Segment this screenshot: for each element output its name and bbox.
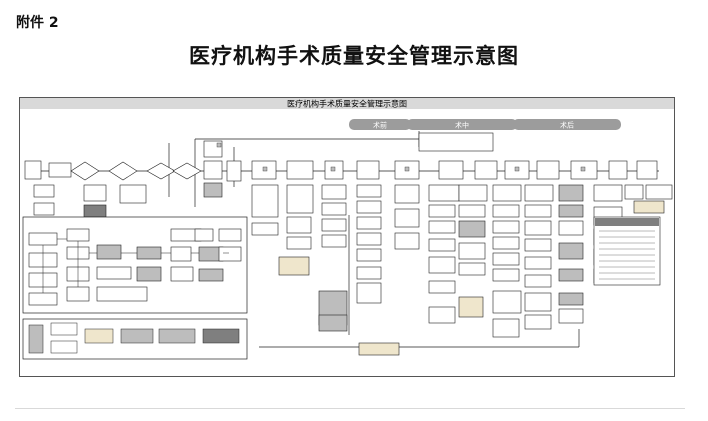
phase-postop-label: 术后 [560,121,574,130]
subprocess-panel [22,216,248,314]
phase-preop-label: 术前 [373,121,387,130]
phase-intraop-bar [407,119,517,130]
phase-intraop-label: 术中 [455,121,469,130]
annex-label: 附件 2 [16,15,59,31]
column-subnodes [33,184,673,356]
diagram-banner-text: 医疗机构手术质量安全管理示意图 [287,99,407,109]
diagram-banner [20,98,674,109]
page-divider [15,408,685,409]
main-flow-nodes [24,132,658,198]
phase-postop-bar [513,119,621,130]
node-text-placeholder [599,230,655,280]
phase-preop-bar [349,119,411,130]
legend-panel [22,318,248,360]
page-title: 医疗机构手术质量安全管理示意图 [189,44,519,68]
management-flow-diagram: 医疗机构手术质量安全管理示意图 术前 术中 术后 [19,97,675,377]
